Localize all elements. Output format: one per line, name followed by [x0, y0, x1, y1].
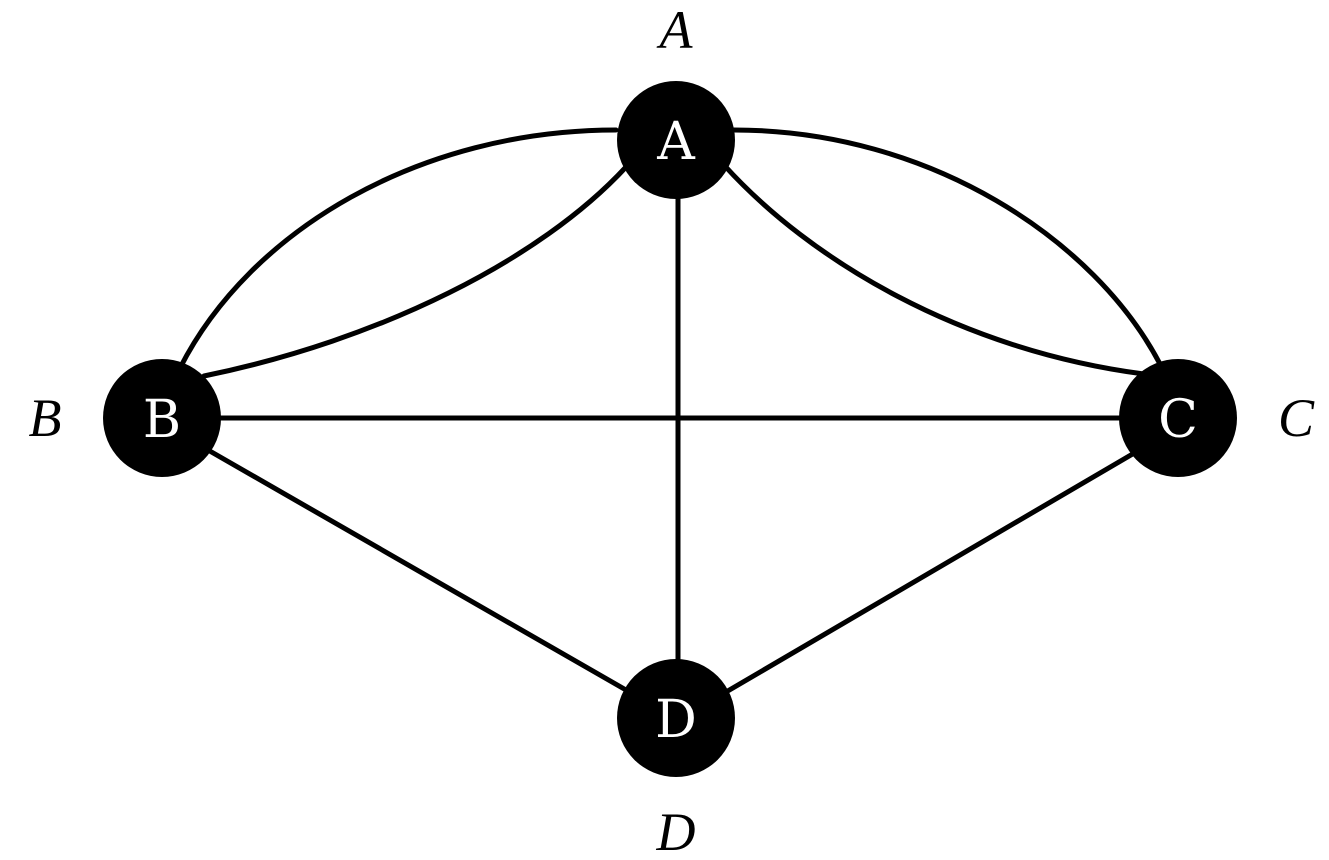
node-c: C — [1119, 359, 1237, 477]
outer-label-b: B — [29, 388, 62, 448]
node-b-label: B — [143, 390, 181, 450]
edge-a-b-inner — [201, 164, 629, 379]
node-d-circle — [617, 659, 735, 777]
node-a-circle — [617, 81, 735, 199]
edge-b-d — [205, 447, 629, 693]
edge-a-b-outer — [177, 127, 619, 371]
node-c-label: C — [1158, 390, 1198, 450]
node-c-circle — [1119, 359, 1237, 477]
edges-group — [177, 127, 1163, 695]
outer-label-a: A — [657, 0, 694, 60]
edge-a-c-inner — [721, 162, 1147, 377]
node-a-label: A — [656, 112, 696, 172]
node-d-label: D — [655, 690, 697, 750]
edge-c-d — [723, 449, 1139, 695]
node-a: A — [617, 81, 735, 199]
outer-label-d: D — [656, 802, 696, 860]
outer-label-c: C — [1278, 388, 1315, 448]
node-b-circle — [103, 359, 221, 477]
node-b: B — [103, 359, 221, 477]
node-d: D — [617, 659, 735, 777]
edge-a-c-outer — [731, 127, 1163, 367]
